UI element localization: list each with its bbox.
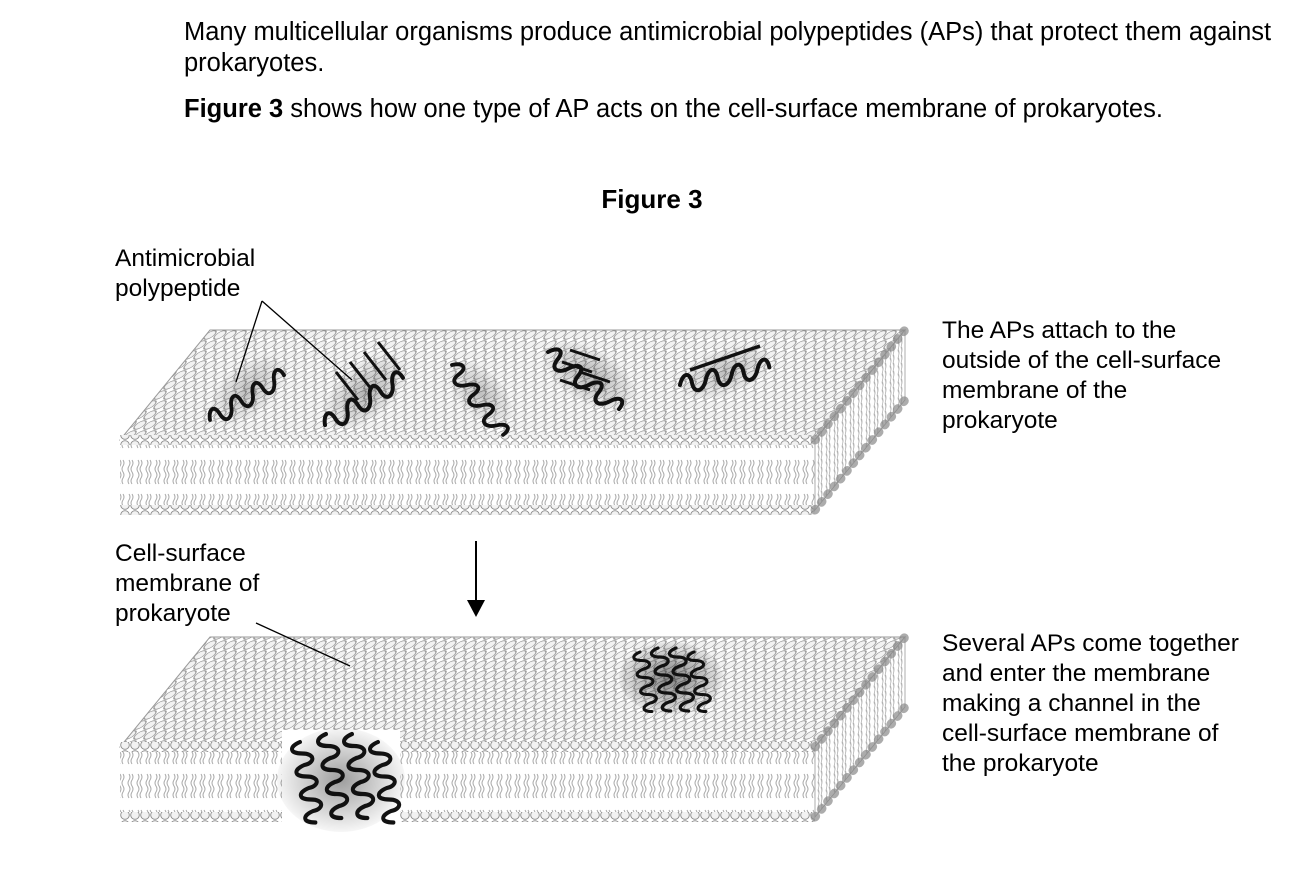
- ap-helix-attached-4: [536, 342, 636, 416]
- intro-paragraph: Many multicellular organisms produce ant…: [184, 18, 1272, 77]
- ap-helix-attached-5: [675, 344, 774, 406]
- label-antimicrobial-polypeptide: Antimicrobial polypeptide: [115, 245, 256, 302]
- caption-aps-channel: Several APs come together and enter the …: [942, 630, 1239, 777]
- figure-reference: Figure 3: [184, 95, 284, 123]
- label-cell-surface-membrane: Cell-surface membrane of prokaryote: [115, 540, 260, 627]
- figure-description-text: shows how one type of AP acts on the cel…: [283, 95, 1163, 123]
- leader-line-membrane: [255, 622, 351, 667]
- figure-description: Figure 3 shows how one type of AP acts o…: [184, 94, 1184, 125]
- ap-helix-attached-2: [318, 341, 409, 442]
- down-arrow: [467, 541, 485, 617]
- caption-aps-attach: The APs attach to the outside of the cel…: [942, 317, 1222, 434]
- ap-helix-attached-3: [437, 358, 520, 441]
- membrane-bottom: [118, 632, 910, 822]
- figure-title: Figure 3: [601, 184, 703, 214]
- ap-channel-cross-section: [277, 728, 405, 832]
- ap-channel-surface: [619, 642, 723, 714]
- leader-lines-ap: [235, 300, 353, 383]
- membrane-top: [118, 325, 910, 515]
- ap-helix-attached-1: [203, 356, 290, 436]
